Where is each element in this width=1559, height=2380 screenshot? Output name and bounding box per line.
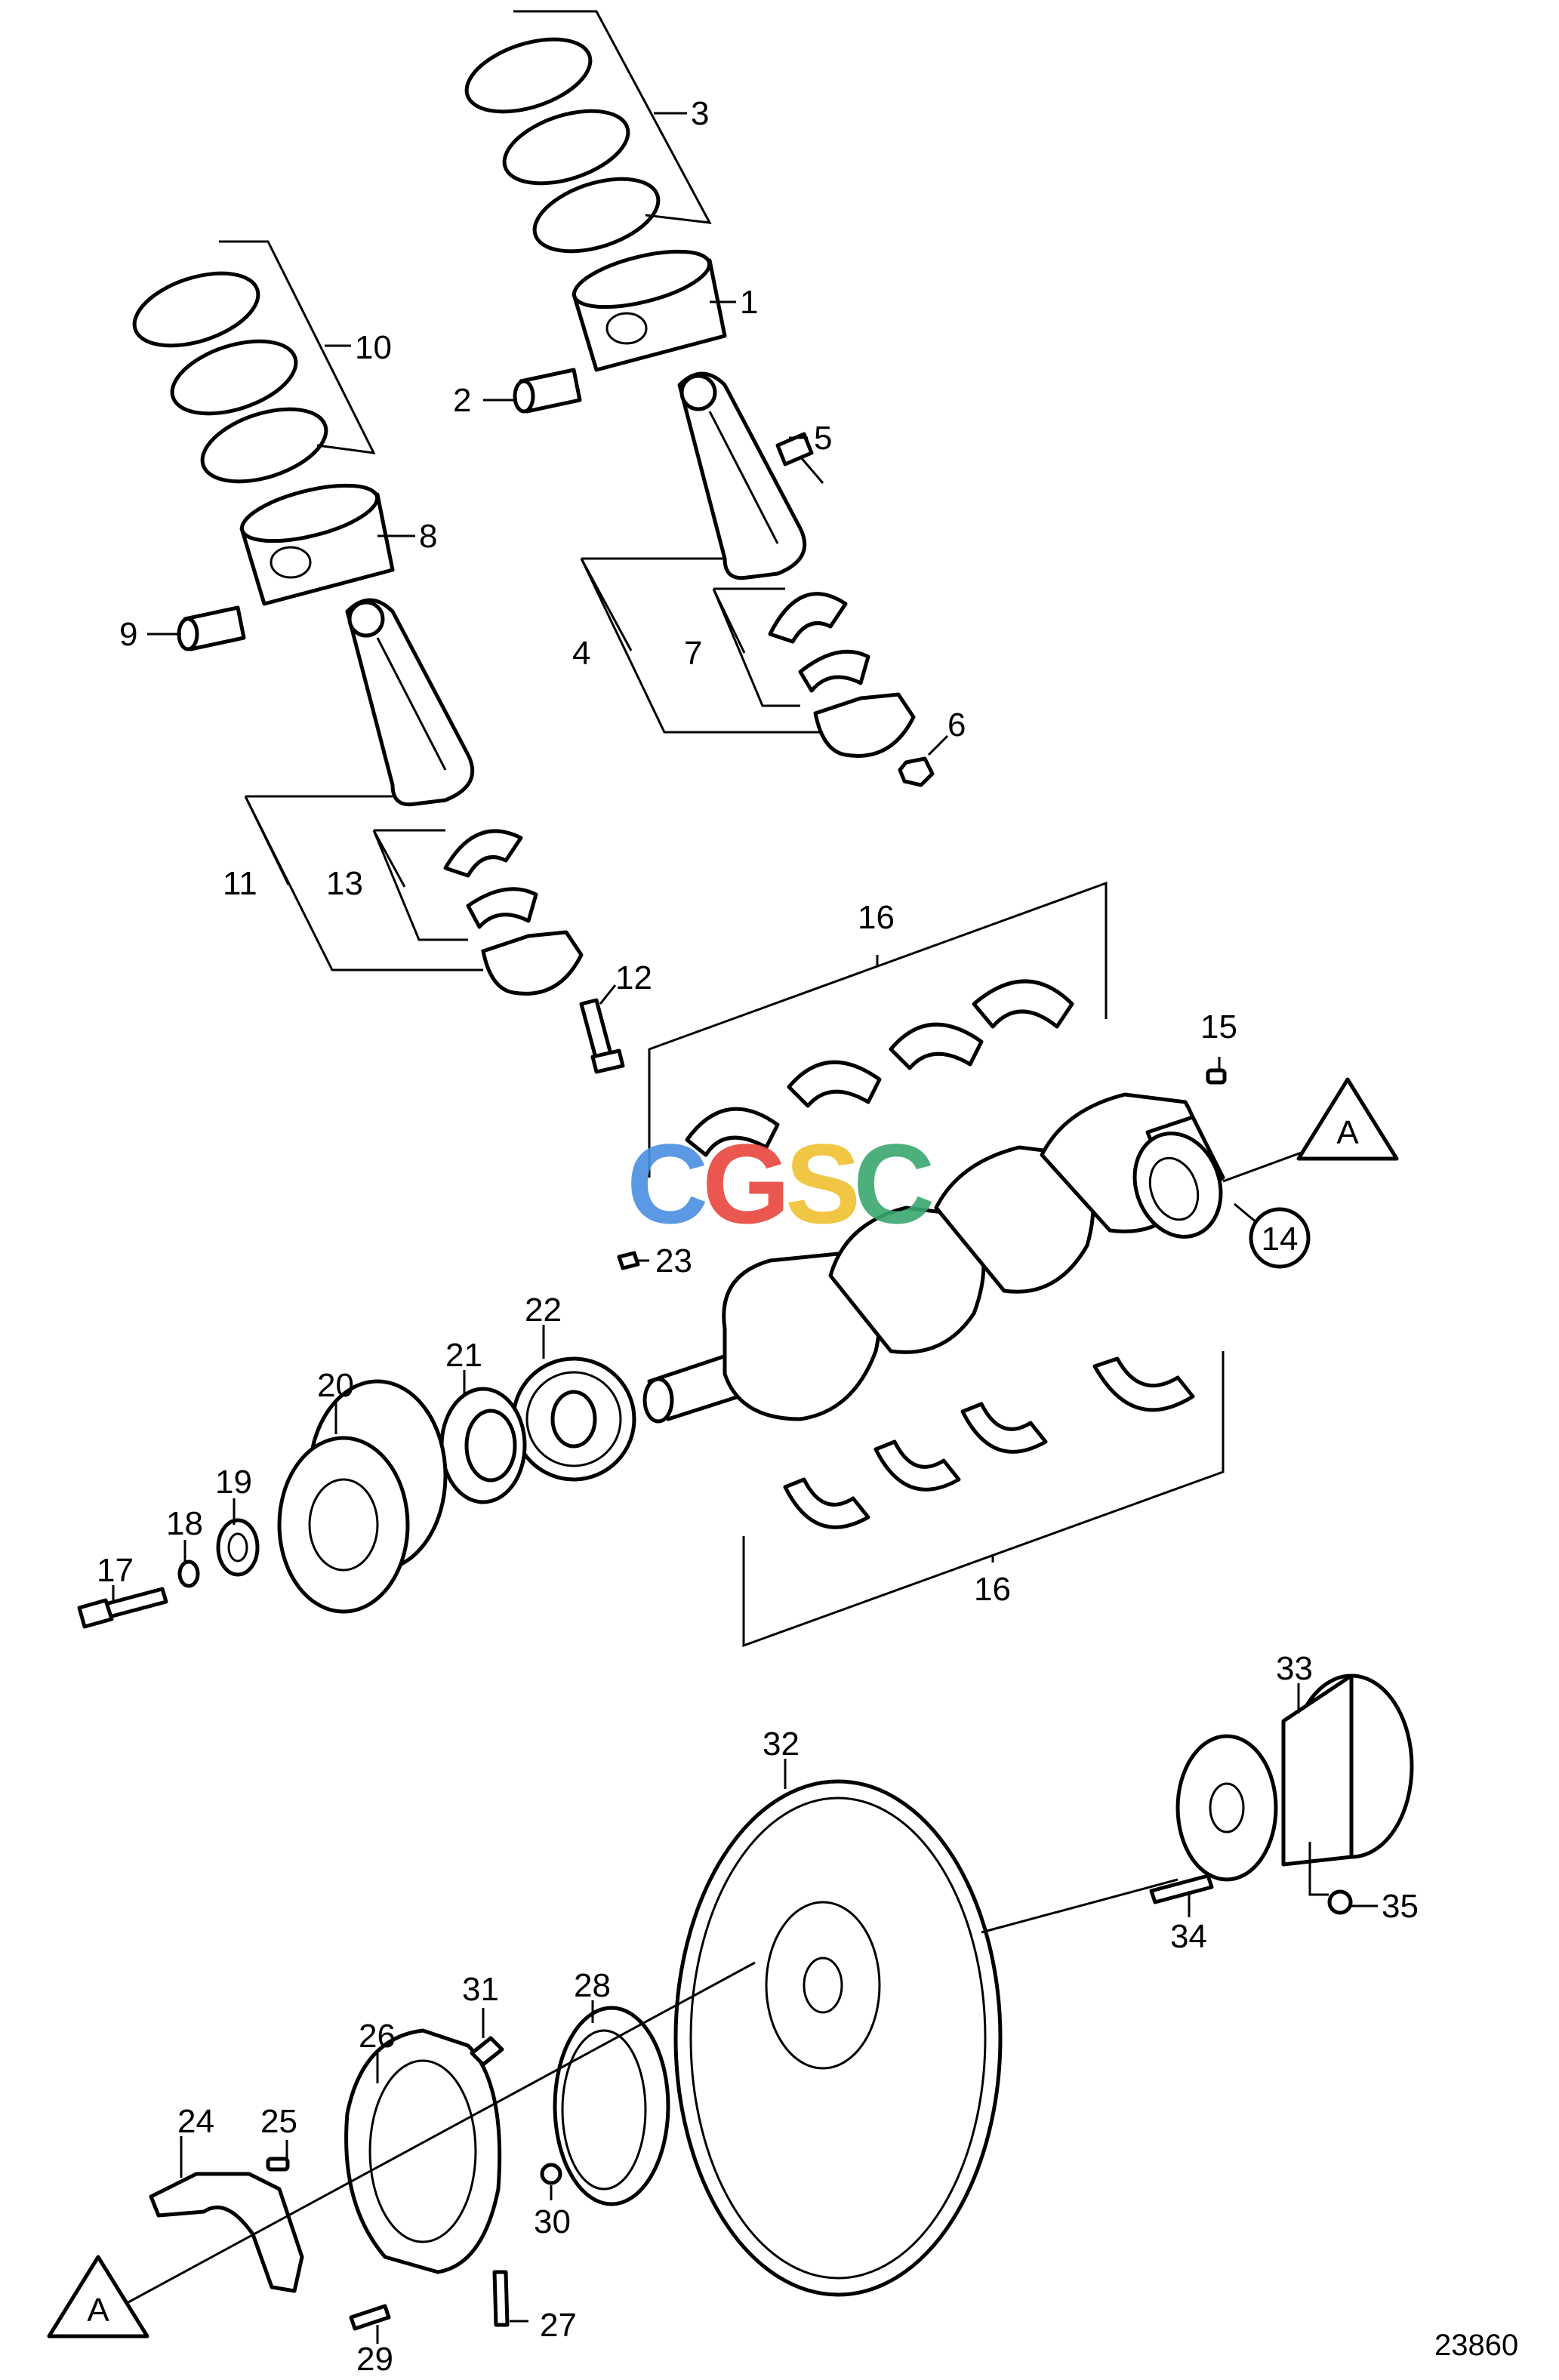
callout-23: 23	[655, 1242, 692, 1279]
stud-34	[1149, 1874, 1214, 1904]
callout-34: 34	[1170, 1918, 1207, 1955]
bolt-17	[77, 1587, 168, 1629]
coupling-33	[1175, 1673, 1414, 1882]
axis-marker-bottom-label: A	[87, 2292, 109, 2329]
ring-21	[439, 1387, 527, 1504]
callout-4: 4	[572, 635, 590, 672]
piston-rings-set-right	[464, 37, 661, 254]
callout-31: 31	[462, 1971, 499, 2008]
crank-axis-line-rear	[981, 1878, 1178, 1934]
callout-28: 28	[574, 1967, 611, 2004]
callout-16-top: 16	[858, 899, 895, 936]
axis-marker-top-label: A	[1336, 1114, 1359, 1151]
callout-9: 9	[119, 616, 137, 653]
rod-cap-left	[481, 930, 584, 996]
callout-12: 12	[615, 959, 652, 996]
gear-22	[511, 1356, 636, 1482]
key-23	[617, 1251, 640, 1270]
main-bearing-shells-lower	[783, 1356, 1195, 1529]
crank-axis-line	[128, 1961, 756, 2304]
pin-15	[1206, 1068, 1227, 1085]
callout-29: 29	[356, 2341, 393, 2378]
damper-20	[277, 1379, 448, 1614]
watermark-letter-c2: C	[853, 1120, 935, 1247]
callout-15: 15	[1200, 1008, 1237, 1045]
callout-3: 3	[691, 95, 709, 132]
washer-18	[177, 1559, 200, 1588]
callout-6: 6	[947, 707, 966, 744]
callout-13: 13	[326, 865, 363, 902]
watermark-letter-s: S	[785, 1120, 861, 1247]
main-bearing-shells-upper	[685, 979, 1074, 1157]
axis-marker-bottom: A	[47, 2255, 149, 2338]
bearing-shells-7	[768, 592, 870, 693]
bolt-31	[470, 2036, 504, 2067]
callout-2: 2	[453, 382, 471, 419]
crankshaft	[642, 1092, 1225, 1424]
stud-27	[492, 2270, 510, 2327]
watermark-letter-c1: C	[627, 1120, 708, 1247]
cgsc-watermark: C G S C	[627, 1120, 935, 1247]
flywheel-32	[673, 1779, 1003, 2297]
piston-right	[572, 249, 727, 372]
callout-26: 26	[359, 2018, 396, 2055]
callout-18: 18	[166, 1505, 203, 1542]
callout-33: 33	[1276, 1650, 1313, 1687]
bearing-shells-13	[443, 829, 538, 929]
connecting-rod-left	[345, 598, 475, 807]
callout-1: 1	[740, 284, 758, 321]
connecting-rod-right	[677, 371, 807, 580]
callout-30: 30	[534, 2203, 571, 2240]
stud-29	[349, 2304, 391, 2331]
callout-19: 19	[215, 1464, 252, 1501]
piston-left	[239, 483, 395, 606]
watermark-letter-g: G	[702, 1120, 790, 1247]
leader-lines	[112, 10, 1378, 2344]
callout-7: 7	[684, 635, 702, 672]
callout-32: 32	[763, 1726, 800, 1763]
callout-labels: 3 1 2 5 4 7 6 10 8 9 11 13 12 16 15 14 2…	[97, 95, 1419, 2378]
pin-25	[266, 2157, 290, 2172]
callout-35: 35	[1382, 1888, 1419, 1925]
callout-27: 27	[540, 2307, 577, 2344]
rod-cap-right	[813, 692, 916, 758]
callout-25: 25	[260, 2103, 297, 2140]
nut-6	[898, 756, 935, 787]
callout-14: 14	[1262, 1221, 1299, 1258]
callout-14-circle	[1249, 1207, 1311, 1269]
callout-21: 21	[445, 1337, 482, 1374]
callout-16-bottom: 16	[974, 1571, 1011, 1608]
washer-19	[216, 1518, 260, 1577]
bracket-24	[149, 2172, 304, 2293]
piston-pin-right	[513, 368, 582, 414]
ring-28	[553, 2006, 670, 2206]
housing-26	[344, 2028, 502, 2274]
axis-marker-top: A	[1296, 1077, 1399, 1161]
callout-8: 8	[419, 518, 437, 555]
callout-5: 5	[814, 420, 832, 457]
callout-17: 17	[97, 1552, 134, 1589]
bolt-12	[579, 998, 625, 1074]
nut-35	[1327, 1889, 1353, 1915]
nut-30	[540, 2163, 562, 2185]
drawing-number: 23860	[1434, 2329, 1518, 2362]
callout-10: 10	[355, 329, 392, 366]
callout-24: 24	[177, 2103, 214, 2140]
piston-pin-left	[177, 605, 246, 651]
piston-rings-set-left	[132, 271, 328, 484]
callout-11: 11	[223, 865, 257, 902]
callout-20: 20	[317, 1367, 354, 1404]
callout-22: 22	[525, 1292, 562, 1329]
